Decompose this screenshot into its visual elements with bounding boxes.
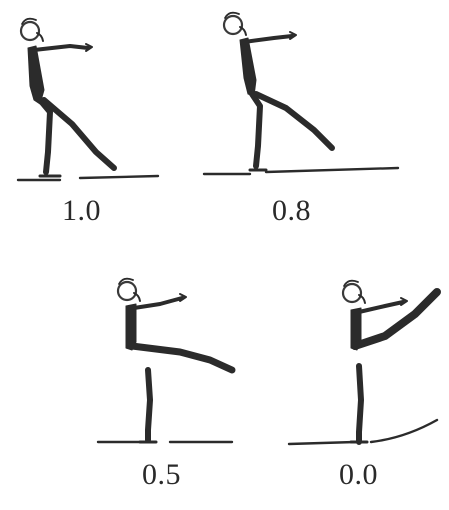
arm [242,34,294,44]
score-label: 0.5 [142,458,181,491]
head-outline [19,20,41,42]
support-leg [356,363,364,445]
hair-stroke [21,17,37,25]
gymnast-figure-3 [96,277,236,444]
support-leg [249,91,263,169]
hair-stroke [118,277,134,285]
hand [85,43,93,52]
working-leg [253,91,335,151]
arm [357,300,405,314]
figure-panel-3: 0.5 [90,270,290,510]
hand [400,297,408,306]
score-label: 0.0 [339,458,378,491]
torso [239,37,257,97]
head-outline [116,280,138,302]
ponytail [133,292,141,302]
score-label: 1.0 [62,194,101,227]
score-label: 0.8 [272,194,311,227]
hand [179,293,187,302]
head-outline [222,14,244,36]
floor-line [202,166,400,176]
working-leg [351,288,441,350]
support-leg [145,367,153,443]
arm [32,44,90,52]
torso [27,45,45,105]
hand [289,31,297,40]
figure-panel-1: 1.0 [0,0,200,240]
arm [132,296,184,310]
figure-panel-2: 0.8 [200,0,400,240]
hair-stroke [343,279,359,287]
ponytail [36,32,44,42]
ponytail [239,26,247,36]
floor-line [16,174,160,182]
floor-line [287,418,439,446]
working-leg [41,97,117,171]
working-leg [128,342,236,374]
gymnast-figure-2 [202,11,400,176]
gymnast-figure-4 [287,279,441,446]
ponytail [358,294,366,304]
head-outline [341,282,363,304]
figure-panel-4: 0.0 [285,270,449,510]
gymnast-figure-1 [16,17,160,182]
hair-stroke [224,11,240,19]
support-leg [37,97,53,175]
